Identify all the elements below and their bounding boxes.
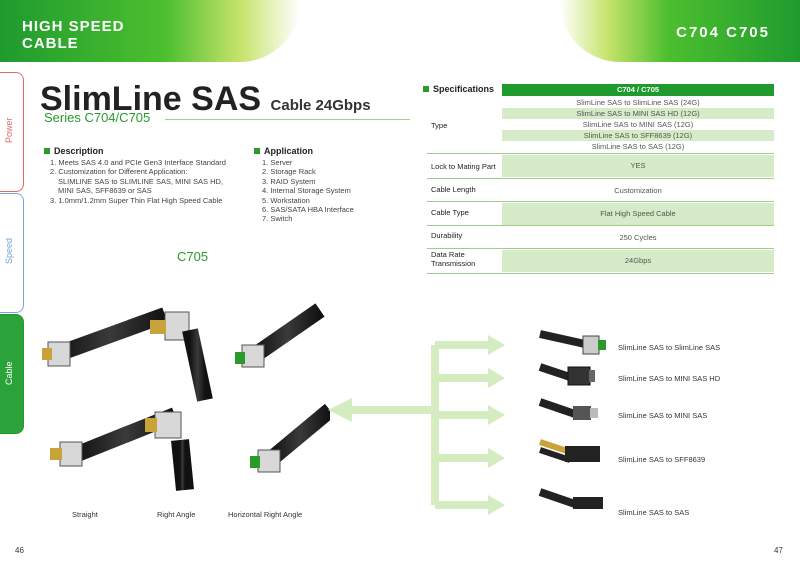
variant-label: SlimLine SAS to MINI SAS HD [618, 374, 721, 383]
description-item: 3. 1.0mm/1.2mm Super Thin Flat High Spee… [50, 195, 223, 205]
application-item: 1. Server [262, 158, 293, 167]
description-item: 2. Customization for Different Applicati… [50, 167, 188, 177]
slimline-connector-icon [539, 330, 606, 355]
page-number-right: 47 [774, 546, 783, 555]
header-banner-left: HIGH SPEED CABLE [0, 0, 300, 62]
spec-label-data-rate: Data Rate [431, 250, 465, 259]
sff8639-connector-icon [539, 439, 600, 463]
spec-label-data-rate-2: Transmission [431, 259, 476, 268]
tab-speed-label: Speed [4, 237, 14, 264]
spec-value-lock: YES [502, 155, 774, 177]
spec-value-durability: 250 Cycles [619, 233, 657, 242]
spec-label-length: Cable Length [431, 185, 476, 194]
application-list: 1. Server 2. Storage Rack 3. RAID System… [262, 158, 354, 224]
mini-sas-connector-icon [538, 398, 598, 420]
sas-connector-icon [538, 488, 603, 509]
page-title: SlimLine SAS Cable 24Gbps [40, 80, 371, 119]
spec-divider [427, 225, 774, 226]
application-item: 4. Internal Storage System [262, 186, 351, 196]
arrow-right-icon [488, 368, 505, 388]
arrow-right-icon [488, 405, 505, 425]
variant-label: SlimLine SAS to MINI SAS [618, 411, 708, 420]
tab-speed[interactable]: Speed [0, 193, 24, 313]
title-divider [165, 119, 410, 120]
straight-cable-icon [42, 307, 168, 367]
spec-type-3: SlimLine SAS to MINI SAS (12G) [582, 120, 694, 129]
spec-heading: Specifications [423, 84, 494, 94]
page-number-left: 46 [15, 546, 24, 555]
application-section: Application 1. Server 2. Storage Rack 3.… [254, 146, 354, 224]
spec-label-cable-type: Cable Type [431, 208, 469, 217]
header-banner-right: C704 C705 [560, 0, 800, 62]
application-item: 2. Storage Rack [262, 167, 316, 177]
variant-connector-images [538, 330, 606, 509]
branch-arrows [328, 335, 505, 515]
spec-type-label: Type [431, 121, 448, 130]
spec-model: C704 / C705 [502, 84, 774, 96]
arrow-left-icon [328, 398, 352, 422]
banner-model: C704 C705 [676, 24, 770, 41]
description-list: 1. Meets SAS 4.0 and PCIe Gen3 Interface… [50, 158, 226, 205]
spec-divider [427, 153, 774, 154]
tab-power-label: Power [4, 117, 14, 143]
description-item: 1. Meets SAS 4.0 and PCIe Gen3 Interface… [50, 158, 226, 167]
spec-type-4: SlimLine SAS to SFF8639 (12G) [502, 130, 774, 141]
application-item: 5. Workstation [262, 195, 310, 205]
caption-right-angle: Right Angle [157, 510, 196, 519]
application-item: 6. SAS/SATA HBA Interface [262, 205, 354, 215]
description-heading: Description [44, 146, 226, 156]
horizontal-right-angle-cable-bottom-icon [250, 403, 330, 473]
right-angle-cable-bottom-icon [145, 411, 194, 491]
arrow-right-icon [488, 448, 505, 468]
spec-value-cable-type: Flat High Speed Cable [502, 203, 774, 225]
spec-divider [427, 178, 774, 179]
title-main: SlimLine SAS [40, 80, 262, 118]
banner-title-line2: CABLE [22, 35, 79, 52]
right-angle-cable-icon [150, 311, 213, 402]
tab-cable[interactable]: Cable [0, 314, 24, 434]
spec-divider [427, 201, 774, 202]
spec-header-row: Specifications C704 / C705 [423, 84, 774, 96]
banner-title-line1: HIGH SPEED [22, 18, 125, 35]
spec-label-lock: Lock to Mating Part [431, 162, 496, 171]
spec-divider [427, 273, 774, 274]
variant-label: SlimLine SAS to SFF8639 [618, 455, 706, 464]
horizontal-right-angle-cable-icon [235, 303, 325, 368]
arrow-right-icon [488, 495, 505, 515]
application-item: 7. Switch [262, 214, 293, 224]
spec-value-data-rate: 24Gbps [502, 250, 774, 272]
description-section: Description 1. Meets SAS 4.0 and PCIe Ge… [44, 146, 226, 205]
tab-cable-label: Cable [4, 361, 14, 385]
c705-cable-images [42, 303, 330, 491]
spec-type-1: SlimLine SAS to SlimLine SAS (24G) [576, 98, 700, 107]
series-name: Series C704/C705 [44, 110, 151, 125]
c705-label: C705 [177, 249, 209, 264]
description-item: SLIMLINE SAS to SLIMLINE SAS, MINI SAS H… [58, 176, 224, 186]
spec-type-5: SlimLine SAS to SAS (12G) [591, 142, 685, 151]
arrow-right-icon [488, 335, 505, 355]
variant-label: SlimLine SAS to SAS [618, 508, 690, 517]
tab-power[interactable]: Power [0, 72, 24, 192]
spec-divider [427, 248, 774, 249]
caption-horizontal-right-angle: Horizontal Right Angle [228, 510, 303, 519]
application-heading: Application [254, 146, 354, 156]
description-item: MINI SAS, SFF8639 or SAS [58, 186, 152, 196]
application-item: 3. RAID System [262, 176, 316, 186]
title-sub: Cable 24Gbps [270, 97, 371, 114]
spec-value-length: Customization [614, 186, 662, 195]
spec-type-2: SlimLine SAS to MINI SAS HD (12G) [502, 108, 774, 119]
mini-sas-hd-connector-icon [538, 363, 595, 386]
variant-label: SlimLine SAS to SlimLine SAS [618, 343, 721, 352]
spec-label-durability: Durability [431, 231, 463, 240]
caption-straight: Straight [72, 510, 98, 519]
